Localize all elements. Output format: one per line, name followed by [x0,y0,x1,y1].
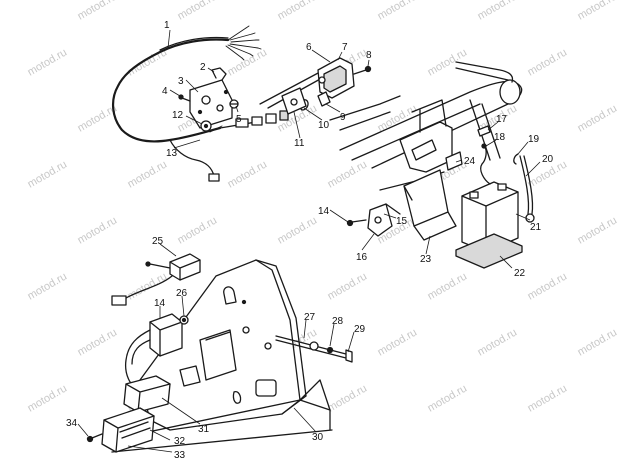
callout-2: 2 [200,62,206,73]
mounting-plate [139,259,307,431]
callout-23: 23 [420,254,432,265]
callout-14-bottom: 14 [154,298,166,309]
regulator [111,253,201,306]
screw [178,94,191,102]
callout-19: 19 [528,134,540,145]
watermark-text: motod.ru [376,0,420,23]
leader-lines [77,29,541,453]
relay-bracket [346,203,401,237]
wiring-harness [112,25,289,182]
long-bolt [275,335,353,363]
callout-28: 28 [332,316,344,327]
watermark-text: motod.ru [26,158,70,190]
callout-22: 22 [514,268,526,279]
watermark-text: motod.ru [576,214,620,246]
watermark-text: motod.ru [576,0,620,23]
base-flange [109,379,333,453]
watermark-text: motod.ru [526,270,570,302]
callout-13: 13 [166,148,178,159]
watermark-text: motod.ru [76,0,120,23]
callout-32: 32 [174,436,186,447]
watermark-text: motod.ru [176,0,220,23]
taillight-assembly [259,57,372,115]
frame-rails [329,61,523,191]
fuse-block-screw [86,433,103,443]
watermark-text: motod.ru [426,382,470,414]
callout-5: 5 [236,114,242,125]
watermark-text: motod.ru [26,270,70,302]
callout-21: 21 [530,222,542,233]
watermark-text: motod.ru [476,0,520,23]
watermark-text: motod.ru [526,46,570,78]
battery [461,181,519,253]
watermark-text: motod.ru [576,102,620,134]
watermark-text: motod.ru [326,382,370,414]
watermark-text: motod.ru [376,326,420,358]
callout-8: 8 [366,50,372,61]
callout-33: 33 [174,450,186,461]
callout-20: 20 [542,154,554,165]
callout-10: 10 [318,120,330,131]
callout-4: 4 [162,86,168,97]
callout-14-top: 14 [318,206,330,217]
toggle-switch [229,99,239,109]
watermark-text: motod.ru [76,214,120,246]
battery-box [403,169,457,241]
watermark-text: motod.ru [26,46,70,78]
watermark-text: motod.ru [476,326,520,358]
callout-12: 12 [172,110,184,121]
callout-34: 34 [66,418,78,429]
callout-labels: 1 2 3 4 5 6 7 8 9 10 11 12 13 14 15 16 1… [66,20,554,461]
callout-18: 18 [494,132,506,143]
watermark-text: motod.ru [126,158,170,190]
battery-mat [455,233,523,269]
watermark-text: motod.ru [376,102,420,134]
watermark-text: motod.ru [526,382,570,414]
watermark-text: motod.ru [276,0,320,23]
callout-26: 26 [176,288,188,299]
callout-6: 6 [306,42,312,53]
watermark-text: motod.ru [226,46,270,78]
watermark-text: motod.ru [26,382,70,414]
callout-24: 24 [464,156,476,167]
watermark-text: motod.ru [326,270,370,302]
watermark-text: motod.ru [76,326,120,358]
watermark-text: motod.ru [276,214,320,246]
callout-7: 7 [342,42,348,53]
fuse-block [101,407,155,453]
callout-3: 3 [178,76,184,87]
battery-strap [513,153,535,223]
callout-1: 1 [164,20,170,31]
watermark-text: motod.ru [226,158,270,190]
callout-16: 16 [356,252,368,263]
watermark-text: motod.ru [326,158,370,190]
callout-30: 30 [312,432,324,443]
watermark-text: motod.ru [576,326,620,358]
callout-11: 11 [294,138,305,149]
callout-15: 15 [396,216,408,227]
callout-27: 27 [304,312,316,323]
battery-cable [477,125,491,185]
callout-9: 9 [340,112,346,123]
callout-25: 25 [152,236,164,247]
watermark-text: motod.ru [426,270,470,302]
battery-bracket [445,151,463,171]
cdi-unit [124,313,189,393]
callout-31: 31 [198,424,210,435]
watermark-text: motod.ru [176,214,220,246]
callout-17: 17 [496,114,508,125]
callout-29: 29 [354,324,366,335]
ignition-switch-bracket [189,67,233,132]
